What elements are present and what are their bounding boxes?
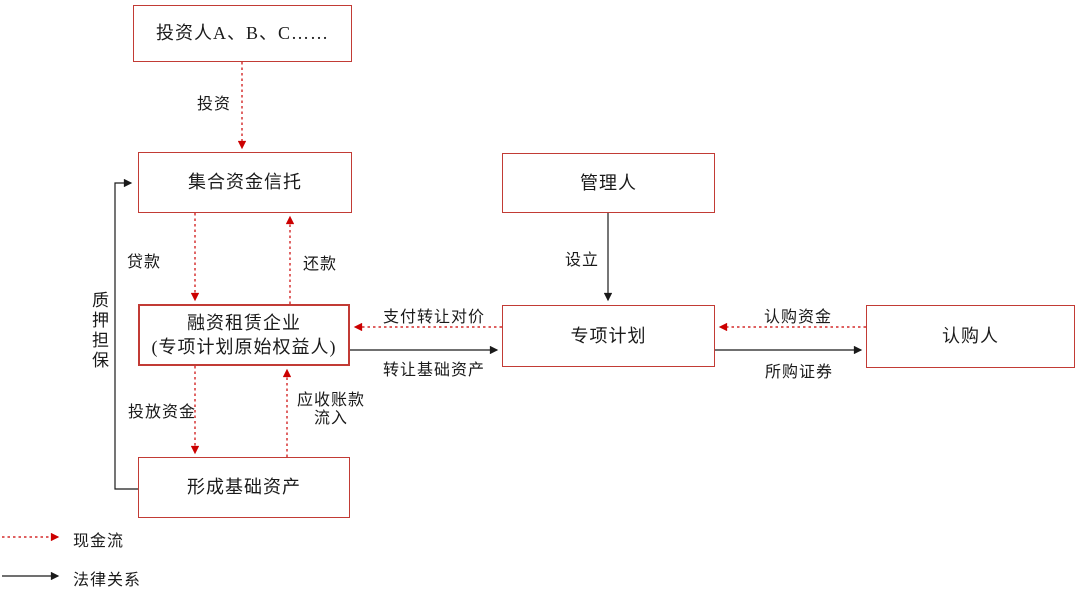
pledge-guarantee-line	[114, 178, 138, 490]
establish-edge-label: 设立	[565, 252, 600, 269]
financial-leasing-enterprise-label-line1: 融资租赁企业	[187, 312, 301, 333]
special-plan-box: 专项计划	[502, 305, 715, 367]
formed-base-assets-label: 形成基础资产	[187, 477, 301, 498]
formed-base-assets-box: 形成基础资产	[138, 457, 350, 518]
investors-box: 投资人A、B、C……	[133, 5, 352, 62]
financial-leasing-enterprise-label-line2: (专项计划原始权益人)	[151, 337, 337, 357]
legend-legal-relation-label: 法律关系	[73, 572, 142, 589]
subscriber-label: 认购人	[942, 326, 999, 347]
manager-label: 管理人	[580, 172, 637, 193]
repay-edge-label: 还款	[303, 256, 338, 273]
investors-box-label: 投资人A、B、C……	[155, 23, 329, 44]
invest-edge-label: 投资	[197, 96, 232, 113]
receivables-inflow-line1: 应收账款	[296, 392, 365, 409]
receivables-inflow-edge-label: 应收账款 流入	[283, 392, 379, 429]
collective-fund-trust-label: 集合资金信托	[188, 172, 302, 193]
subscriber-box: 认购人	[866, 305, 1075, 368]
financial-leasing-enterprise-box: 融资租赁企业 (专项计划原始权益人)	[138, 304, 350, 366]
pay-transfer-consideration-edge-label: 支付转让对价	[383, 309, 486, 326]
deploy-funds-edge-label: 投放资金	[128, 404, 197, 421]
subscription-funds-edge-label: 认购资金	[764, 309, 833, 326]
legend-cash-flow-label: 现金流	[73, 533, 125, 550]
loan-edge-label: 贷款	[127, 254, 162, 271]
collective-fund-trust-box: 集合资金信托	[138, 152, 352, 213]
manager-box: 管理人	[502, 153, 715, 213]
purchased-securities-edge-label: 所购证券	[765, 364, 834, 381]
transfer-base-assets-edge-label: 转让基础资产	[383, 362, 486, 379]
pledge-guarantee-edge-label: 质押担保	[89, 291, 108, 371]
receivables-inflow-line2: 流入	[313, 410, 348, 428]
special-plan-label: 专项计划	[570, 325, 647, 346]
